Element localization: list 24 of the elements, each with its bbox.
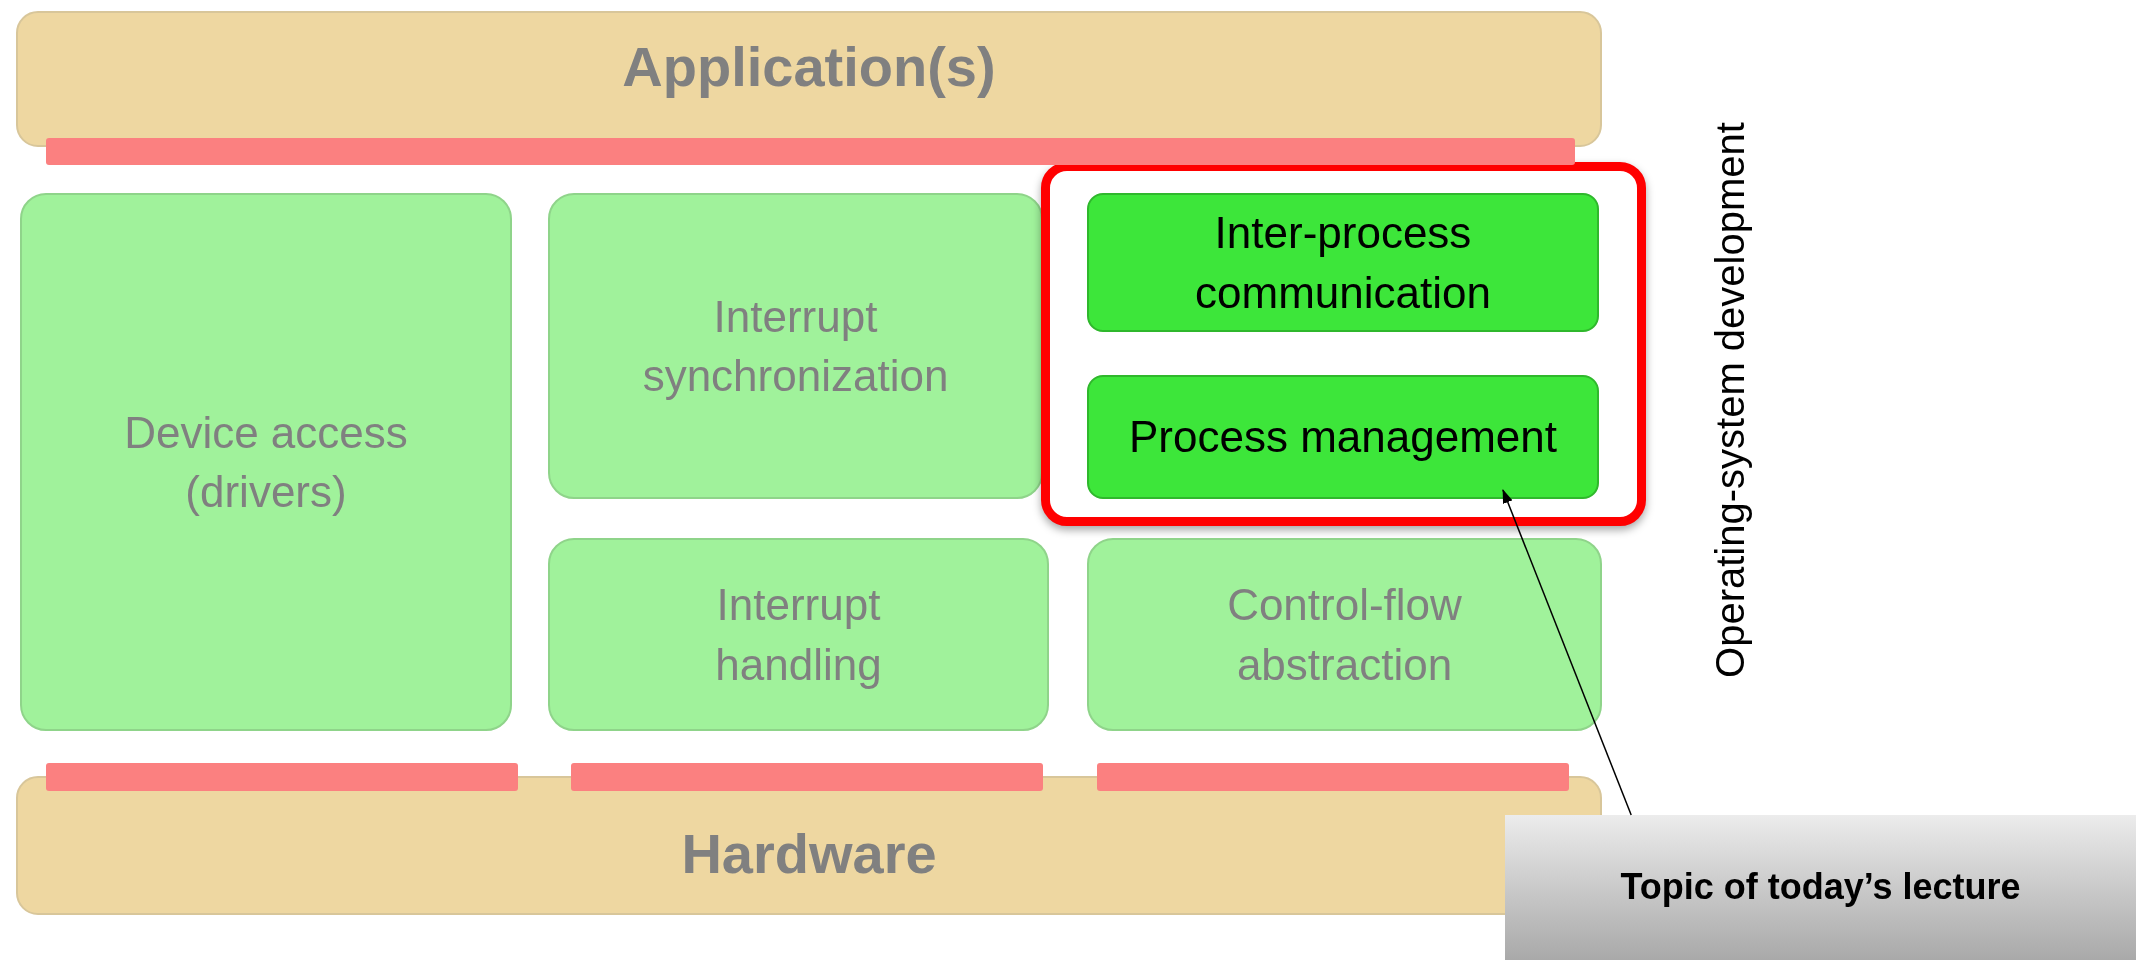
interface-bar xyxy=(46,763,518,791)
node-label: Process management xyxy=(1128,411,1558,464)
component-box xyxy=(1087,375,1599,499)
node-label: Interrupt synchronization xyxy=(641,290,950,402)
node-label: Hardware xyxy=(680,820,938,887)
interface-bar xyxy=(571,763,1043,791)
callout-box xyxy=(1505,815,2136,960)
component-box xyxy=(548,193,1043,499)
node-label: Interrupt handling xyxy=(714,579,883,691)
layer-band xyxy=(16,11,1602,147)
component-box xyxy=(20,193,512,731)
node-label: Application(s) xyxy=(621,34,997,101)
leader-arrow xyxy=(1502,489,1632,816)
node-label: Inter-process communication xyxy=(1194,207,1492,319)
component-box xyxy=(1087,538,1602,731)
node-label: Topic of today’s lecture xyxy=(1619,865,2022,910)
node-label: Device access (drivers) xyxy=(123,406,409,518)
component-box xyxy=(548,538,1049,731)
node-label: Control-flow abstraction xyxy=(1226,579,1463,691)
component-box xyxy=(1087,193,1599,332)
interface-bar xyxy=(1097,763,1569,791)
interface-bar xyxy=(46,138,1575,165)
highlight-frame xyxy=(1041,162,1646,526)
vertical-label: Operating-system development xyxy=(1707,121,1753,680)
